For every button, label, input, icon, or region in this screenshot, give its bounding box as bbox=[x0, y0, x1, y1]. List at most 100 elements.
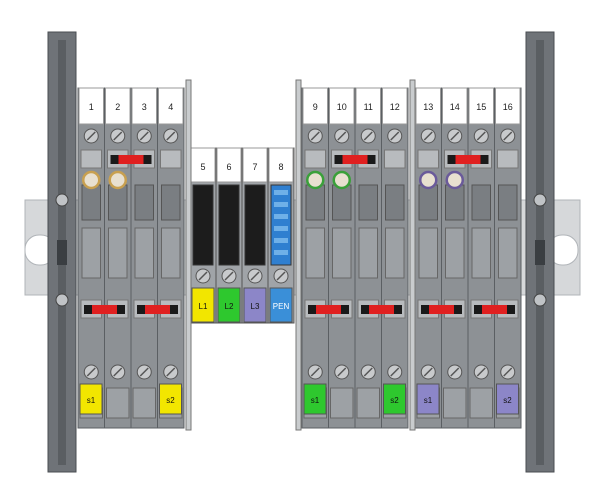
bridge-bottom-red bbox=[482, 305, 507, 314]
module-label-area bbox=[445, 227, 465, 279]
module-group bbox=[77, 87, 185, 429]
number-label-plate bbox=[190, 147, 216, 183]
screw-slot bbox=[476, 367, 486, 377]
led-indicator-icon bbox=[108, 170, 127, 190]
module-label-area bbox=[305, 227, 325, 279]
fuse-window bbox=[358, 184, 378, 221]
led-indicator-icon bbox=[445, 170, 464, 190]
lower-label-area bbox=[132, 387, 156, 419]
group-marker bbox=[383, 383, 406, 415]
terminal-number: 16 bbox=[503, 102, 513, 112]
lower-label-area bbox=[356, 387, 380, 419]
terminal-number: 7 bbox=[252, 162, 257, 172]
number-label-plate bbox=[158, 87, 184, 125]
bridge-bottom-red bbox=[316, 305, 341, 314]
number-label-plate bbox=[382, 87, 408, 125]
phase-marker bbox=[191, 287, 215, 323]
screw-slot bbox=[166, 131, 176, 141]
fuse-window bbox=[108, 184, 128, 221]
screw-slot bbox=[139, 367, 149, 377]
screw-slot bbox=[337, 131, 347, 141]
screw-slot bbox=[390, 131, 400, 141]
bridge-slot bbox=[80, 149, 102, 169]
terminal-number: 8 bbox=[278, 162, 283, 172]
pen-rib bbox=[274, 238, 288, 243]
fuse-window bbox=[332, 184, 352, 221]
screw-slot bbox=[139, 131, 149, 141]
terminal-number: 5 bbox=[200, 162, 205, 172]
phase-body bbox=[244, 184, 266, 266]
screw-slot bbox=[86, 367, 96, 377]
screw-slot bbox=[476, 131, 486, 141]
phase-marker-label: L3 bbox=[251, 302, 260, 311]
fuse-window bbox=[445, 184, 465, 221]
group-marker-label: s2 bbox=[166, 396, 175, 405]
bridge-top-red bbox=[342, 155, 368, 164]
screw-slot bbox=[224, 271, 234, 281]
terminal-number: 10 bbox=[337, 102, 347, 112]
bridge-top-red bbox=[118, 155, 144, 164]
bridge-slot bbox=[160, 149, 182, 169]
module-label-area bbox=[81, 227, 101, 279]
terminal-number: 1 bbox=[89, 102, 94, 112]
led-indicator-icon bbox=[82, 170, 101, 190]
module-label-area bbox=[498, 227, 518, 279]
screw-slot bbox=[276, 271, 286, 281]
terminal-number: 6 bbox=[226, 162, 231, 172]
bridge-slot bbox=[417, 149, 439, 169]
number-label-plate bbox=[242, 147, 268, 183]
screw-slot bbox=[450, 131, 460, 141]
screw-slot bbox=[166, 367, 176, 377]
led-indicator-icon bbox=[332, 170, 351, 190]
module-label-area bbox=[471, 227, 491, 279]
pen-rib bbox=[274, 214, 288, 219]
screw-slot bbox=[423, 367, 433, 377]
phase-terminal bbox=[189, 147, 217, 324]
number-label-plate bbox=[495, 87, 521, 125]
bridge-bottom-red bbox=[369, 305, 394, 314]
number-label-plate bbox=[415, 87, 441, 125]
screw-slot bbox=[423, 131, 433, 141]
separator-plate bbox=[185, 79, 192, 431]
phase-body bbox=[192, 184, 214, 266]
terminal-number: 4 bbox=[168, 102, 173, 112]
lower-label-area bbox=[106, 387, 130, 419]
screw-slot bbox=[450, 367, 460, 377]
number-label-plate bbox=[468, 87, 494, 125]
module-label-area bbox=[134, 227, 154, 279]
group-marker bbox=[416, 383, 440, 415]
pen-terminal bbox=[267, 147, 295, 324]
phase-marker-label: PEN bbox=[273, 302, 290, 311]
group-marker bbox=[79, 383, 103, 415]
screw-slot bbox=[310, 367, 320, 377]
screw-slot bbox=[363, 131, 373, 141]
number-label-plate bbox=[442, 87, 468, 125]
terminal-number: 11 bbox=[364, 102, 373, 112]
fuse-window bbox=[471, 184, 491, 221]
number-label-plate bbox=[216, 147, 242, 183]
fuse-window bbox=[134, 184, 154, 221]
screw-slot bbox=[113, 367, 123, 377]
group-marker-label: s1 bbox=[87, 396, 96, 405]
module-label-area bbox=[108, 227, 128, 279]
module-group bbox=[301, 87, 409, 429]
terminal-number: 2 bbox=[115, 102, 120, 112]
end-bracket-right bbox=[525, 31, 555, 473]
module-label-area bbox=[418, 227, 438, 279]
fuse-window bbox=[161, 184, 181, 221]
screw-slot bbox=[337, 367, 347, 377]
separator-plate bbox=[409, 79, 416, 431]
screw-slot bbox=[250, 271, 260, 281]
screw-slot bbox=[86, 131, 96, 141]
group-marker bbox=[496, 383, 519, 415]
terminal-number: 3 bbox=[142, 102, 147, 112]
group-marker bbox=[303, 383, 327, 415]
number-label-plate bbox=[131, 87, 157, 125]
bridge-bottom-red bbox=[92, 305, 117, 314]
screw-slot bbox=[503, 131, 513, 141]
bridge-top-red bbox=[455, 155, 481, 164]
led-indicator-icon bbox=[306, 170, 325, 190]
terminal-number: 13 bbox=[423, 102, 433, 112]
separator-plate bbox=[295, 79, 302, 431]
